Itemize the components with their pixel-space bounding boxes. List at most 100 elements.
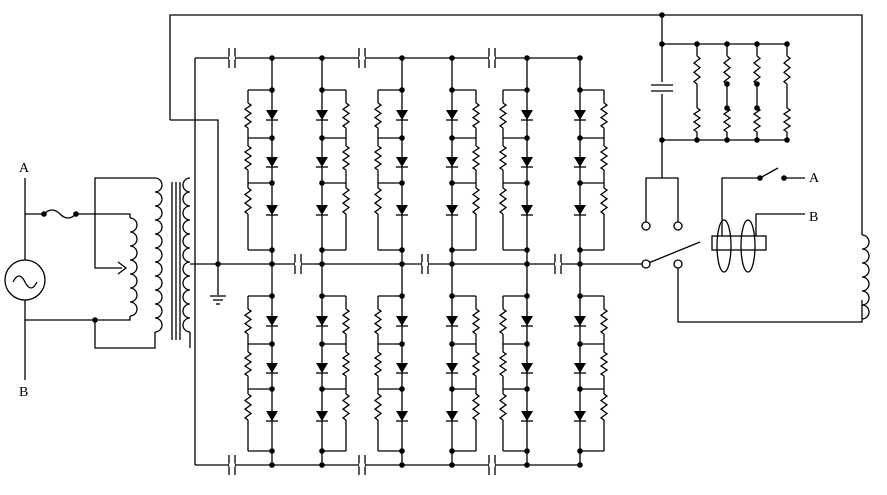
- resistor-symbol: [599, 351, 609, 377]
- diode-symbol: [316, 205, 328, 215]
- diode-symbol: [266, 205, 278, 215]
- diode-symbol: [316, 411, 328, 421]
- junction-dot: [724, 137, 730, 143]
- diode-symbol: [446, 363, 458, 373]
- resistor-symbol: [692, 55, 702, 85]
- resistor-symbol: [498, 351, 508, 377]
- resistor-symbol: [373, 308, 383, 335]
- junction-dot: [724, 81, 730, 87]
- resistor-symbol: [752, 55, 762, 85]
- resistor-symbol: [599, 145, 609, 171]
- junction-dot: [524, 87, 530, 93]
- junction-dot: [781, 175, 787, 181]
- junction-dot: [757, 175, 763, 181]
- junction-dot: [449, 261, 455, 267]
- junction-dot: [577, 247, 583, 253]
- junction-dot: [754, 105, 760, 111]
- junction-dot: [269, 87, 275, 93]
- junction-dot: [399, 386, 405, 392]
- resistor-symbol: [471, 308, 481, 335]
- inductor-coil: [182, 177, 191, 333]
- junction-dot: [319, 247, 325, 253]
- junction-dot: [724, 41, 730, 47]
- diode-symbol: [396, 363, 408, 373]
- diode-symbol: [266, 316, 278, 326]
- solenoid-loop: [716, 219, 732, 273]
- diode-symbol: [396, 110, 408, 120]
- wire: [677, 268, 863, 323]
- wire: [170, 119, 219, 264]
- resistor-symbol: [599, 102, 609, 129]
- junction-dot: [319, 180, 325, 186]
- junction-dot: [577, 386, 583, 392]
- junction-dot: [449, 55, 455, 61]
- junction-dot: [524, 341, 530, 347]
- diode-symbol: [574, 157, 586, 167]
- junction-dot: [524, 462, 530, 468]
- resistor-symbol: [373, 102, 383, 129]
- terminal-contact: [673, 221, 683, 231]
- resistor-symbol: [722, 55, 732, 85]
- resistor-symbol: [471, 351, 481, 377]
- resistor-symbol: [243, 187, 253, 215]
- diode-symbol: [521, 205, 533, 215]
- resistor-symbol: [498, 308, 508, 335]
- resistor-symbol: [243, 393, 253, 421]
- junction-dot: [319, 55, 325, 61]
- junction-dot: [269, 386, 275, 392]
- junction-dot: [399, 55, 405, 61]
- junction-dot: [577, 293, 583, 299]
- junction-dot: [577, 135, 583, 141]
- junction-dot: [399, 448, 405, 454]
- junction-dot: [92, 317, 98, 323]
- diode-symbol: [521, 316, 533, 326]
- junction-dot: [524, 448, 530, 454]
- junction-dot: [659, 41, 665, 47]
- terminal-label-a-right: A: [809, 171, 820, 186]
- diode-symbol: [316, 316, 328, 326]
- resistor-symbol: [373, 393, 383, 421]
- junction-dot: [319, 261, 325, 267]
- junction-dot: [449, 341, 455, 347]
- junction-dot: [524, 135, 530, 141]
- junction-dot: [524, 247, 530, 253]
- diode-symbol: [266, 110, 278, 120]
- resistor-symbol: [782, 55, 792, 85]
- resistor-symbol: [692, 107, 702, 133]
- junction-dot: [524, 386, 530, 392]
- junction-dot: [269, 341, 275, 347]
- inductor-coil: [129, 217, 138, 317]
- resistor-symbol: [341, 145, 351, 171]
- inductor-coil: [154, 177, 163, 333]
- resistor-symbol: [599, 187, 609, 215]
- resistor-symbol: [498, 145, 508, 171]
- wire: [94, 316, 156, 349]
- diode-symbol: [574, 411, 586, 421]
- junction-dot: [319, 341, 325, 347]
- junction-dot: [577, 341, 583, 347]
- junction-dot: [269, 135, 275, 141]
- diode-symbol: [396, 205, 408, 215]
- resistor-symbol: [243, 102, 253, 129]
- junction-dot: [449, 448, 455, 454]
- junction-dot: [449, 87, 455, 93]
- ac-source: [4, 259, 46, 301]
- junction-dot: [399, 341, 405, 347]
- junction-dot: [577, 55, 583, 61]
- resistor-symbol: [243, 145, 253, 171]
- diode-symbol: [521, 411, 533, 421]
- junction-dot: [524, 180, 530, 186]
- diode-symbol: [396, 411, 408, 421]
- diode-symbol: [446, 411, 458, 421]
- wire: [75, 213, 131, 218]
- wire: [645, 177, 679, 222]
- junction-dot: [319, 293, 325, 299]
- resistor-symbol: [599, 308, 609, 335]
- junction-dot: [577, 448, 583, 454]
- junction-dot: [659, 12, 665, 18]
- junction-dot: [449, 180, 455, 186]
- junction-dot: [399, 462, 405, 468]
- diode-symbol: [521, 110, 533, 120]
- junction-dot: [754, 81, 760, 87]
